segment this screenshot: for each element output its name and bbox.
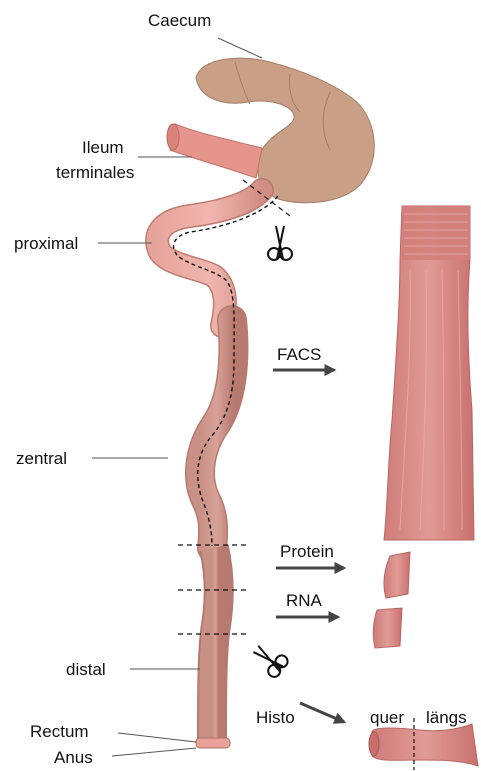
label-zentral: zentral [16, 449, 67, 468]
label-anus: Anus [54, 748, 93, 767]
label-laengs: längs [426, 708, 467, 727]
label-distal: distal [66, 660, 106, 679]
label-protein: Protein [280, 542, 334, 561]
rna-tissue-piece [373, 608, 402, 648]
ileum-terminal [167, 124, 262, 178]
label-facs: FACS [277, 345, 321, 364]
label-rna: RNA [286, 591, 323, 610]
scissors-icon [268, 226, 292, 260]
anus-end [196, 738, 230, 748]
label-quer: quer [370, 708, 404, 727]
label-histo: Histo [256, 708, 295, 727]
scissors-icon [248, 639, 290, 679]
label-rectum: Rectum [30, 722, 89, 741]
opened-colon-tissue [384, 206, 474, 540]
label-proximal: proximal [14, 234, 78, 253]
label-terminales: terminales [56, 163, 134, 182]
caecum [196, 58, 374, 203]
label-ileum: Ileum [82, 138, 124, 157]
protein-tissue-piece [384, 552, 410, 598]
label-caecum: Caecum [148, 11, 211, 30]
arrow-right-icon [300, 703, 344, 722]
